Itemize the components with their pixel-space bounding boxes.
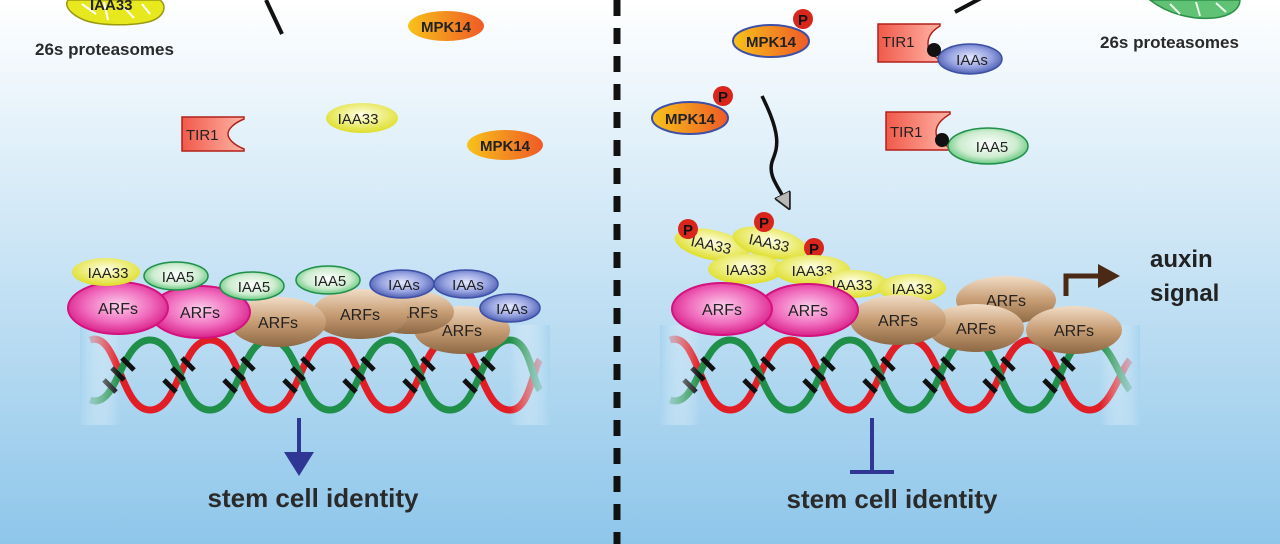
- tir1-label: TIR1: [186, 127, 219, 144]
- left-activation-arrow: [284, 418, 314, 476]
- left-arfs: ARFs ARFs ARFs ARFs ARFs ARFs: [67, 281, 510, 354]
- mpk14-label: MPK14: [421, 19, 472, 36]
- right-tir1-iaas-complex: TIR1 IAAs: [877, 23, 1003, 75]
- iaa5-label: IAA5: [162, 269, 195, 286]
- left-mpk14-top: MPK14: [408, 11, 484, 41]
- arf-label: ARFs: [180, 305, 220, 322]
- left-tir1: TIR1: [181, 116, 245, 152]
- iaa5-label: IAA5: [238, 279, 271, 296]
- tir1-label: TIR1: [890, 124, 923, 141]
- left-panel: IAA33 26s proteasomes MPK14 TIR1 IAA33 M…: [35, 0, 550, 513]
- iaa33-label: IAA33: [726, 262, 767, 279]
- right-proteasome-label: 26s proteasomes: [1100, 33, 1239, 52]
- left-proteasome: IAA33: [66, 0, 165, 26]
- left-repressors: IAA33 IAA5 IAA5 IAA5 IAAs IAAs IAAs: [72, 258, 541, 323]
- arf-label: ARFs: [442, 323, 482, 340]
- iaa33-label: IAA33: [892, 281, 933, 298]
- arf-protein: [928, 304, 1024, 352]
- left-free-iaa33: IAA33: [326, 103, 398, 133]
- arf-label: ARFs: [878, 313, 918, 330]
- iaa33-label: IAA33: [792, 263, 833, 280]
- auxin-label-line2: signal: [1150, 280, 1219, 307]
- arf-label: ARFs: [98, 301, 138, 318]
- iaas-protein: [479, 293, 541, 323]
- iaa33-protein: [72, 258, 140, 286]
- right-phospho-iaa33-stack: IAA33 P IAA33 P P IAA33 IAA33 IAA33 IAA3…: [674, 212, 946, 302]
- mpk14-label: MPK14: [480, 138, 531, 155]
- iaas-label: IAAs: [388, 277, 420, 294]
- phospho-label: P: [718, 89, 728, 106]
- phospho-label: P: [759, 215, 769, 232]
- right-panel: MPK14 P MPK14 P TIR1 IAAs TIR1 IAA5: [651, 0, 1241, 514]
- arf-protein: [1026, 306, 1122, 354]
- phospho-label: P: [683, 222, 693, 239]
- mpk14-label: MPK14: [746, 34, 797, 51]
- phospho-label: P: [809, 241, 819, 258]
- iaas-label: IAAs: [956, 52, 988, 69]
- iaas-protein: [433, 269, 499, 299]
- right-mpk14-phospho-top: MPK14 P: [732, 9, 813, 58]
- iaa5-protein: [295, 265, 361, 295]
- arf-protein: [230, 297, 326, 347]
- iaa5-protein: [219, 271, 285, 301]
- arf-label: ARFs: [956, 321, 996, 338]
- phosphate: [713, 86, 733, 106]
- proteasome-iaa-label: IAA33: [90, 0, 133, 14]
- arf-label: ARFs: [702, 302, 742, 319]
- iaa33-label: IAA33: [338, 111, 379, 128]
- arf-label: ARFs: [340, 307, 380, 324]
- tir1-label: TIR1: [882, 34, 915, 51]
- left-top-arrow-stub: [264, 0, 284, 35]
- right-mpk14-phospho-left: MPK14 P: [651, 86, 733, 135]
- arf-label: ARFs: [258, 315, 298, 332]
- iaas-label: IAAs: [496, 301, 528, 318]
- arf-label: ARFs: [398, 305, 438, 322]
- arf-label: ARFs: [1054, 323, 1094, 340]
- right-arfs: ARFs ARFs ARFs ARFs ARFs ARFs: [671, 276, 1122, 354]
- phosphate: [793, 9, 813, 29]
- left-mpk14-right: MPK14: [467, 130, 543, 160]
- right-tir1-iaa5-complex: TIR1 IAA5: [885, 111, 1029, 165]
- auxin-label-line1: auxin: [1150, 246, 1213, 273]
- right-curved-arrow: [760, 95, 786, 202]
- arf-protein-pink: [671, 282, 773, 336]
- arf-protein: [850, 295, 946, 345]
- mpk14-label: MPK14: [665, 111, 716, 128]
- arf-label: ARFs: [788, 303, 828, 320]
- right-inhibition-bar: [850, 418, 894, 474]
- right-proteasome: [1148, 0, 1241, 20]
- iaa5-label: IAA5: [976, 139, 1009, 156]
- left-dna-helix: [80, 325, 550, 425]
- iaa5-label: IAA5: [314, 273, 347, 290]
- right-top-arrow-stub: [954, 0, 982, 14]
- auxin-signal-arrow: [1063, 264, 1120, 296]
- phospho-label: P: [798, 12, 808, 29]
- right-outcome-label: stem cell identity: [787, 484, 998, 514]
- left-proteasome-label: 26s proteasomes: [35, 40, 174, 59]
- left-outcome-label: stem cell identity: [208, 483, 419, 513]
- iaa5-protein: [143, 261, 209, 291]
- arf-protein: [312, 289, 408, 339]
- iaa33-label: IAA33: [88, 265, 129, 282]
- iaas-label: IAAs: [452, 277, 484, 294]
- arf-label: ARFs: [986, 293, 1026, 310]
